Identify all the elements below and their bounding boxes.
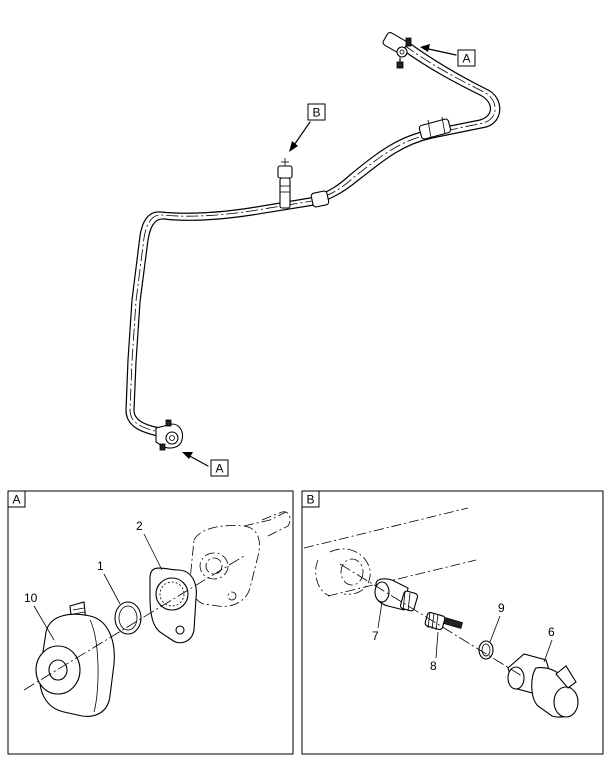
o-ring-item-1 [114,601,142,635]
gasket-item-2 [149,567,197,644]
panel-a-tag: A [12,493,20,507]
svg-text:10: 10 [24,591,38,605]
svg-text:6: 6 [548,625,555,639]
callout-a-bottom-label: A [215,462,223,476]
valve-core-item-8 [424,611,463,631]
tube-section-dashed [303,507,477,597]
svg-text:1: 1 [97,559,104,573]
callout-a-bottom[interactable]: A [182,452,229,477]
label-item-2: 2 [136,519,163,571]
callout-a-top-label: A [462,52,470,66]
detail-panel-a: A [7,490,294,755]
switch-port [277,158,293,209]
callout-b-top[interactable]: B [289,103,326,152]
panel-b-tag: B [306,493,314,507]
callout-a-top[interactable]: A [420,44,476,67]
svg-text:9: 9 [498,601,505,615]
panel-b-tag-box [301,490,320,508]
label-item-9: 9 [489,601,505,643]
port-fitting-item-7 [374,578,419,612]
label-item-7: 7 [372,601,383,643]
o-ring-item-9 [478,640,494,660]
pressure-switch-item-6 [507,653,579,718]
svg-text:8: 8 [430,659,437,673]
bottom-fitting [155,419,184,451]
label-item-6: 6 [543,625,555,663]
label-item-8: 8 [430,631,439,673]
svg-text:7: 7 [372,629,379,643]
label-item-10: 10 [24,591,55,641]
top-fitting [382,31,412,69]
svg-text:2: 2 [136,519,143,533]
callout-b-top-label: B [312,106,320,120]
refrigerant-tube-assembly [125,31,501,451]
tube-coupling-upper [418,116,452,140]
detail-panel-b: B [301,490,604,755]
fitting-block-item-10 [35,601,115,717]
label-item-1: 1 [97,559,121,605]
panel-a-tag-box [7,490,26,508]
tube-coupling-middle [310,190,330,208]
